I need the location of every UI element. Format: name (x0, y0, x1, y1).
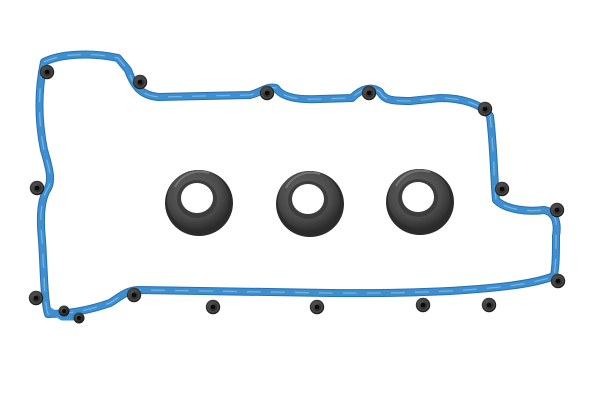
grommet (39, 64, 55, 80)
grommet (494, 181, 510, 197)
grommet (205, 299, 221, 315)
grommet (361, 85, 377, 101)
grommet (481, 297, 497, 313)
grommet (132, 74, 148, 90)
grommet (415, 297, 431, 313)
grommet (550, 273, 566, 289)
grommet (477, 101, 493, 117)
tube-seals (165, 169, 454, 237)
grommet (549, 202, 565, 218)
gasket-highlight (38, 53, 558, 315)
grommet (73, 312, 85, 324)
grommet (309, 299, 325, 315)
tube-seal (386, 169, 454, 235)
gasket-bottom-left-tab (47, 307, 81, 321)
tube-seal (276, 171, 344, 237)
grommet (259, 85, 275, 101)
grommet (29, 180, 45, 196)
grommet (28, 290, 44, 306)
bolt-grommets (28, 64, 566, 324)
valve-cover-gasket (35, 50, 561, 321)
grommet (126, 287, 142, 303)
tube-seal (165, 170, 233, 236)
grommet (58, 305, 70, 317)
